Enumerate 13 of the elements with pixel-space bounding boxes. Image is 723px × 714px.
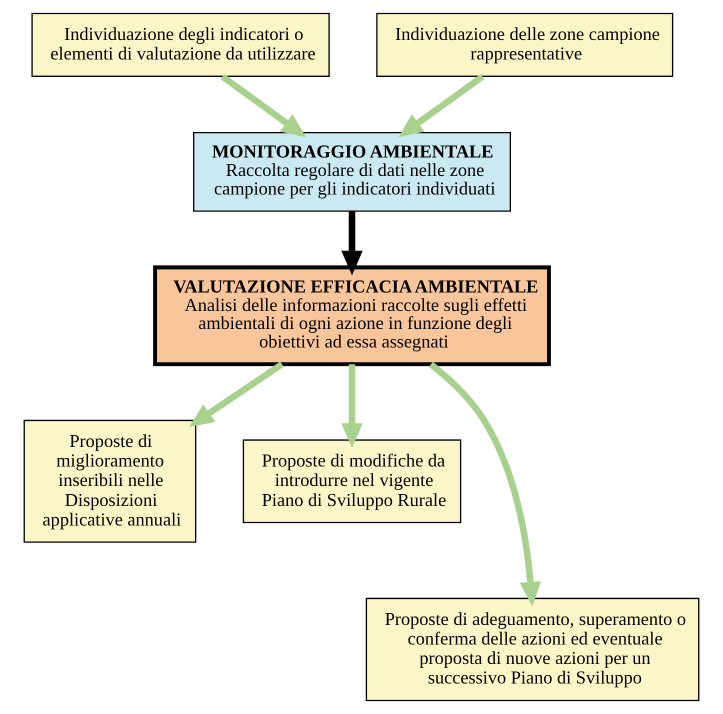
arrow <box>428 362 542 606</box>
node-box: Individuazione degli indicatori o elementi di valutazione da utilizzare <box>31 12 330 77</box>
arrow <box>341 211 363 276</box>
node-box: MONITORAGGIO AMBIENTALE Raccolta regolare di dati nelle zone campione per gli indicatori individuati <box>193 132 511 212</box>
arrow <box>220 74 306 138</box>
arrow <box>188 362 284 427</box>
node-box: Proposte di modifiche da introdurre nel vigente Piano di Sviluppo Rurale <box>242 439 462 524</box>
arrow <box>398 74 484 138</box>
node-box: Proposte di miglioramento inseribili nelle Disposizioni applicative annuali <box>24 420 196 543</box>
node-box: VALUTAZIONE EFFICACIA AMBIENTALE Analisi delle informazioni raccolte sugli effetti ambientali di ogni azione in funzione degli obiettivi ad essa assegnati <box>153 265 551 366</box>
arrow <box>341 364 363 448</box>
node-box: Proposte di adeguamento, superamento o conferma delle azioni ed eventuale proposta di nuove azioni per un successivo Piano di Sviluppo <box>366 598 700 702</box>
node-box: Individuazione delle zone campione rappresentative <box>376 12 674 77</box>
